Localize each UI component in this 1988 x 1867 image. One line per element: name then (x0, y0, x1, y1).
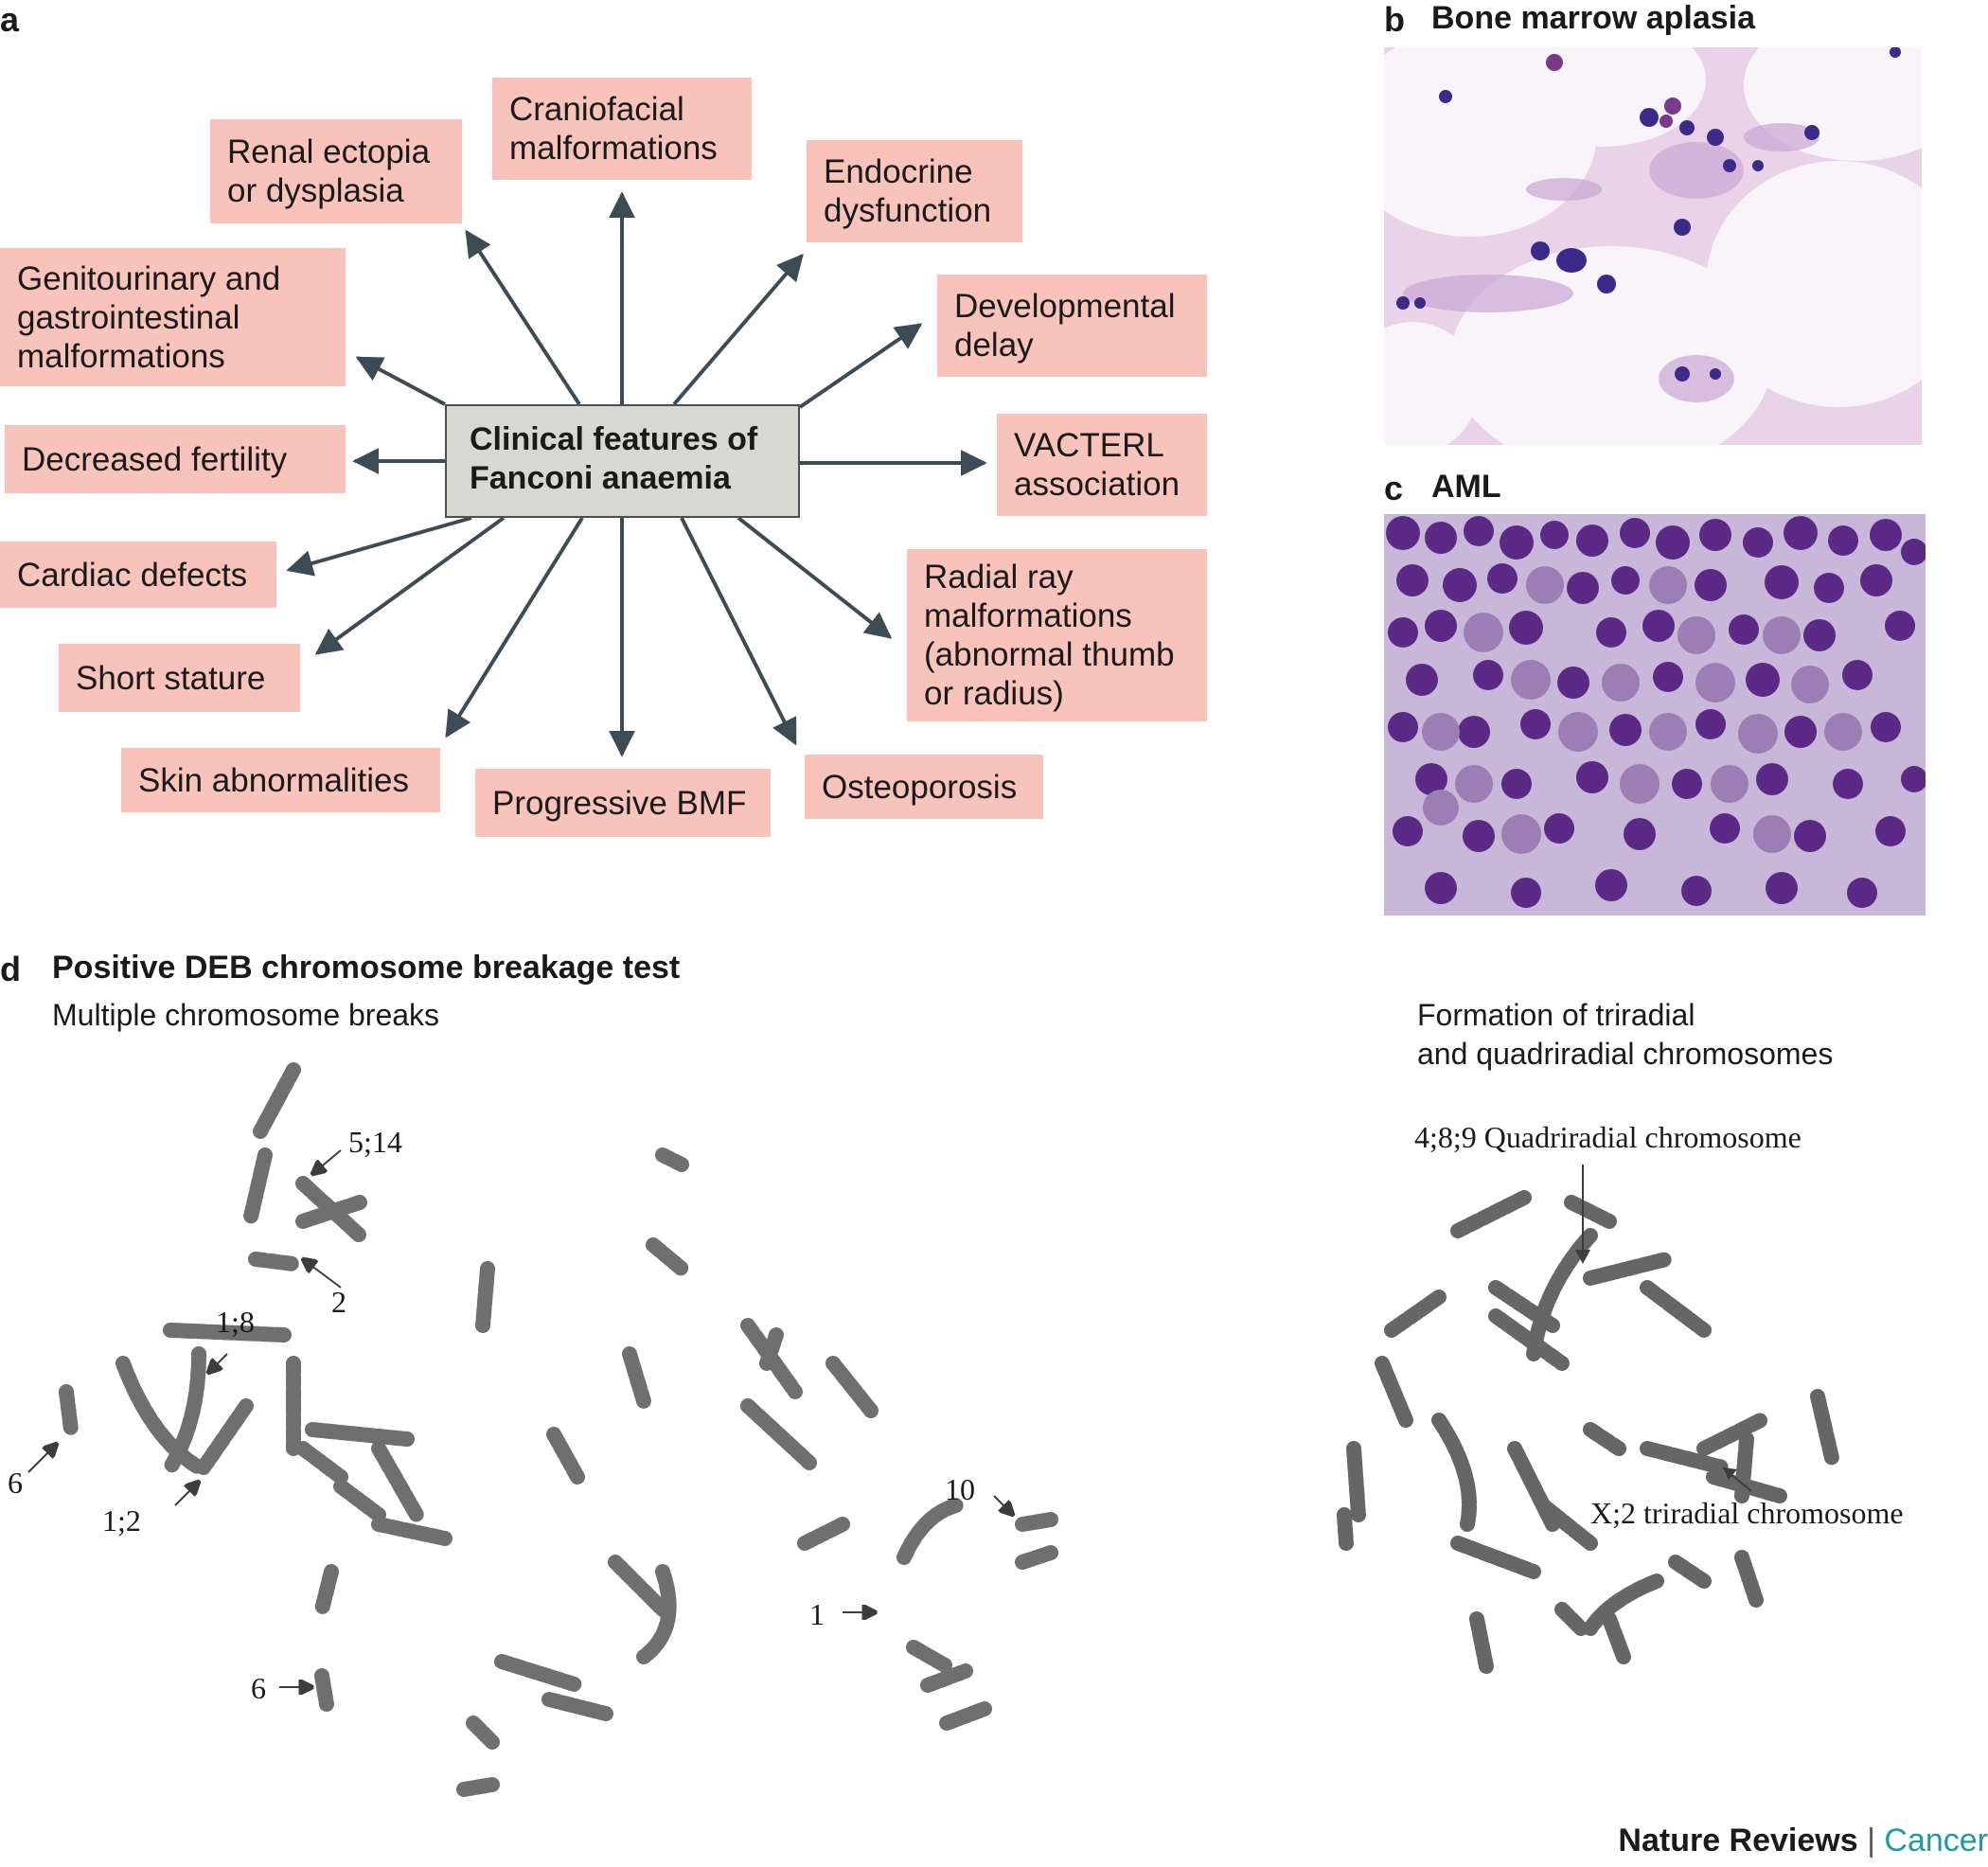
label-6a: 6 (8, 1466, 23, 1500)
footer-separator: | (1867, 1823, 1875, 1858)
arrow-genitourinary (355, 356, 446, 406)
panel-d-left-subtitle: Multiple chromosome breaks (52, 998, 440, 1032)
feature-endocrine: Endocrine dysfunction (807, 140, 1022, 242)
arrow-cardiac (286, 516, 472, 577)
panel-letter-d: d (0, 950, 21, 988)
karyotype-radial-chromosomes (1337, 1165, 1839, 1674)
feature-progressive-bmf: Progressive BMF (475, 769, 771, 837)
label-triradial: X;2 triradial chromosome (1590, 1496, 1904, 1530)
arrow-endocrine (672, 253, 804, 406)
panel-title-c: AML (1431, 469, 1501, 505)
panel-d-right-subtitle: Formation of triradial and quadriradial … (1417, 998, 1834, 1071)
footer-journal: Cancer (1884, 1823, 1988, 1858)
arrow-radial (737, 516, 893, 639)
label-1: 1 (809, 1597, 825, 1631)
bone-marrow-aplasia-micrograph (1384, 47, 1922, 445)
label-5-14: 5;14 (348, 1125, 402, 1159)
arrow-osteoporosis (680, 517, 797, 746)
feature-genitourinary: Genitourinary and gastrointestinal malfo… (0, 248, 346, 386)
journal-footer: Nature Reviews | Cancer (1618, 1823, 1988, 1859)
label-1-8: 1;8 (216, 1305, 255, 1339)
arrow-short-stature (314, 516, 506, 655)
arrow-skin (445, 516, 584, 738)
feature-developmental: Developmental delay (937, 275, 1207, 377)
feature-cardiac-defects: Cardiac defects (0, 542, 276, 608)
karyotype-multiple-breaks (27, 1062, 1058, 1797)
label-quadriradial: 4;8;9 Quadriradial chromosome (1414, 1120, 1802, 1154)
center-box-fanconi: Clinical features of Fanconi anaemia (445, 404, 800, 518)
feature-short-stature: Short stature (59, 644, 300, 712)
panel-letter-c: c (1384, 469, 1404, 507)
feature-renal-ectopia: Renal ectopia or dysplasia (210, 119, 462, 223)
label-2: 2 (331, 1285, 346, 1319)
panel-title-d: Positive DEB chromosome breakage test (52, 950, 681, 986)
feature-decreased-fertility: Decreased fertility (5, 425, 346, 493)
label-1-2: 1;2 (102, 1503, 141, 1538)
feature-arrows (286, 191, 987, 757)
arrow-renal (465, 229, 581, 406)
feature-osteoporosis: Osteoporosis (805, 755, 1043, 819)
feature-skin-abnormalities: Skin abnormalities (121, 748, 440, 812)
feature-vacterl: VACTERL association (997, 414, 1207, 516)
arrow-developmental (798, 323, 923, 409)
panel-title-b: Bone marrow aplasia (1431, 0, 1756, 36)
label-6b: 6 (251, 1671, 266, 1705)
footer-brand: Nature Reviews (1618, 1823, 1858, 1858)
panel-letter-a: a (0, 0, 20, 39)
label-10: 10 (945, 1472, 975, 1506)
feature-radial-ray: Radial ray malformations (abnormal thumb… (907, 549, 1207, 721)
panel-letter-b: b (1384, 0, 1405, 39)
aml-micrograph (1384, 514, 1926, 916)
feature-craniofacial: Craniofacial malformations (492, 78, 752, 180)
